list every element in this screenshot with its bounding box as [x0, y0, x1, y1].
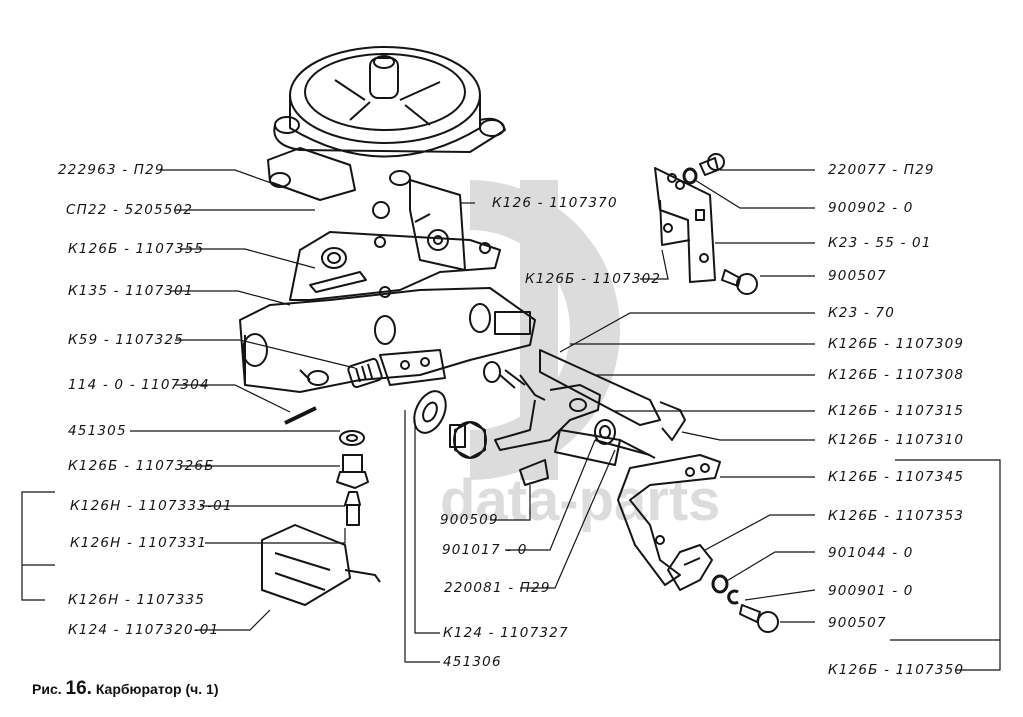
part-label: 900507: [828, 615, 887, 631]
part-label: К126Б - 1107315: [828, 403, 965, 419]
part-label: К126Б - 1107353: [828, 508, 965, 524]
part-label: 220081 - П29: [444, 580, 551, 596]
part-label: 220077 - П29: [828, 162, 935, 178]
caption-number: 16.: [65, 678, 92, 699]
part-label: К23 - 70: [828, 305, 895, 321]
part-label: К126Б - 1107302: [525, 271, 662, 287]
part-label: К135 - 1107301: [68, 283, 194, 299]
watermark-text: data-parts: [440, 468, 720, 533]
part-label: К23 - 55 - 01: [828, 235, 932, 251]
leader-lines: [21, 169, 1001, 671]
mounting-bracket: [654, 167, 716, 283]
figure-caption: Рис. 16. Карбюратор (ч. 1): [32, 678, 219, 700]
part-label: К126Б - 1107326Б: [68, 458, 215, 474]
part-label: К126Б - 1107350: [828, 662, 965, 678]
fuel-filter-screen: [347, 357, 383, 389]
part-label: 900901 - 0: [828, 583, 914, 599]
part-label: К124 - 1107320-01: [68, 622, 220, 638]
part-label: К126Н - 1107335: [68, 592, 206, 608]
part-label: К126 - 1107370: [492, 195, 618, 211]
pump-linkage: [483, 349, 686, 486]
screw: [739, 604, 779, 633]
part-label: 114 - 0 - 1107304: [68, 377, 210, 393]
part-label: К126Б - 1107355: [68, 241, 205, 257]
part-label: К126Б - 1107310: [828, 432, 965, 448]
float: [261, 524, 381, 606]
bracket-screw-top: [699, 153, 725, 176]
part-label: К126Б - 1107309: [828, 336, 965, 352]
part-label: 900902 - 0: [828, 200, 914, 216]
part-label: 901017 - 0: [442, 542, 528, 558]
watermark-logo: [470, 180, 620, 480]
throttle-lever: [617, 454, 721, 586]
caption-title: Карбюратор (ч. 1): [95, 681, 219, 697]
bracket-screw-bottom: [721, 269, 758, 295]
part-label: К126Б - 1107308: [828, 367, 965, 383]
jet-parts: [336, 430, 369, 526]
part-label: 901044 - 0: [828, 545, 914, 561]
pin: [284, 406, 317, 425]
part-label: К126Б - 1107345: [828, 469, 965, 485]
bracket-washer: [682, 167, 698, 185]
plug-and-gasket: [413, 390, 487, 459]
caption-prefix: Рис.: [32, 681, 62, 697]
cable-clamp: [667, 544, 713, 591]
part-label: 900507: [828, 268, 887, 284]
part-label: К124 - 1107327: [443, 625, 569, 641]
carburetor-body: [239, 287, 536, 393]
lock-washer: [727, 589, 739, 605]
body-gasket: [289, 231, 501, 301]
part-label: К59 - 1107325: [68, 332, 184, 348]
part-label: 222963 - П29: [58, 162, 165, 178]
part-label: 900509: [440, 512, 499, 528]
part-label: 451305: [68, 423, 127, 439]
washer: [711, 574, 729, 594]
part-label: СП22 - 5205502: [66, 202, 194, 218]
choke-bracket: [372, 179, 466, 271]
part-label: 451306: [443, 654, 502, 670]
air-horn-cover: [267, 46, 506, 201]
part-label: К126Н - 1107331: [70, 535, 208, 551]
part-label: К126Н - 1107333-01: [70, 498, 233, 514]
